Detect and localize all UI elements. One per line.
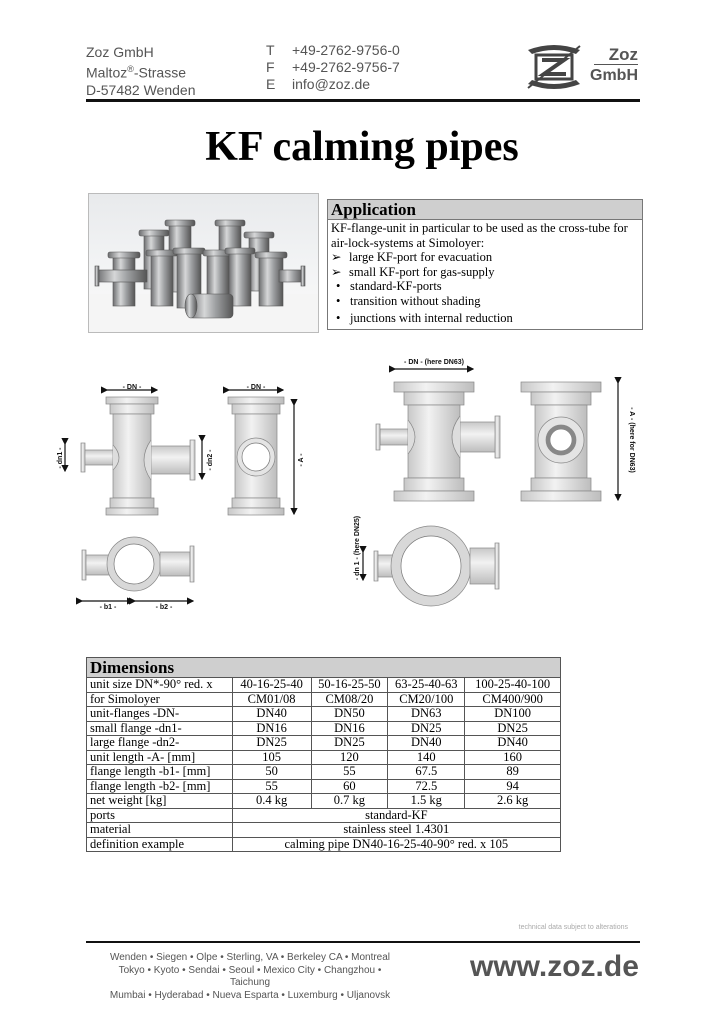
phone-number: +49-2762-9756-0	[292, 42, 400, 58]
dimensions-heading: Dimensions	[86, 657, 561, 678]
zoz-logo: Zoz GmbH	[524, 42, 642, 92]
top-view-drawing	[81, 536, 195, 592]
a-label: - A -	[298, 453, 305, 467]
front-view-dn63-drawing	[375, 381, 501, 502]
dot-bullet-icon: •	[336, 310, 341, 325]
application-box: Application KF-flange-unit in particular…	[327, 199, 643, 330]
dn-label: - DN -	[247, 384, 266, 391]
arrow-item: ➢small KF-port for gas-supply	[331, 264, 495, 279]
product-photo	[88, 193, 319, 333]
company-city: D-57482 Wenden	[86, 81, 196, 98]
website-link[interactable]: www.zoz.de	[470, 950, 639, 983]
dot-bullet-icon: •	[336, 279, 341, 294]
technical-drawings: - DN - - DN - - dn1 - - dn2 - - A - - b1…	[57, 359, 635, 611]
side-view-dn63-drawing	[520, 381, 602, 502]
header-divider	[86, 99, 640, 102]
arrow-bullet-icon: ➢	[331, 250, 342, 265]
bullet-item: •junctions with internal reduction	[331, 311, 639, 326]
a-dn63-label: - A - (here for DN63)	[628, 407, 635, 473]
arrow-item: ➢large KF-port for evacuation	[331, 250, 493, 265]
alterations-note: technical data subject to alterations	[518, 924, 628, 931]
b1-label: - b1 -	[100, 604, 117, 611]
page-title: KF calming pipes	[205, 124, 519, 170]
dn2-label: - dn2 -	[207, 449, 214, 471]
company-address: Zoz GmbH Maltoz®-Strasse D-57482 Wenden	[86, 44, 195, 99]
application-intro: KF-flange-unit in particular to be used …	[331, 221, 628, 250]
dn-label: - DN -	[123, 384, 142, 391]
front-view-drawing	[80, 396, 196, 516]
side-view-drawing	[227, 396, 285, 516]
company-name: Zoz GmbH	[86, 44, 154, 60]
logo-text-bottom: GmbH	[590, 67, 638, 84]
dn1-dn25-label: - dn 1 - (here DN25)	[354, 516, 361, 580]
dot-bullet-icon: •	[336, 293, 341, 308]
company-street: Maltoz®-Strasse	[86, 64, 186, 81]
zoz-logo-icon	[527, 45, 581, 89]
calming-pipes-photo	[89, 219, 318, 332]
b2-label: - b2 -	[156, 604, 173, 611]
dn63-label: - DN - (here DN63)	[404, 359, 464, 366]
footer-divider	[86, 941, 640, 943]
bullet-item: •standard-KF-ports	[331, 279, 639, 294]
bullet-item: •transition without shading	[331, 294, 639, 309]
office-locations: Wenden • Siegen • Olpe • Sterling, VA • …	[109, 952, 391, 1001]
dn1-label: - dn1 -	[57, 447, 64, 469]
fax-number: +49-2762-9756-7	[292, 59, 400, 75]
application-heading: Application	[328, 200, 642, 220]
arrow-bullet-icon: ➢	[331, 264, 342, 279]
logo-text-top: Zoz	[594, 46, 638, 65]
top-view-dn63-drawing	[373, 525, 500, 607]
email-link[interactable]: info@zoz.de	[292, 76, 371, 92]
